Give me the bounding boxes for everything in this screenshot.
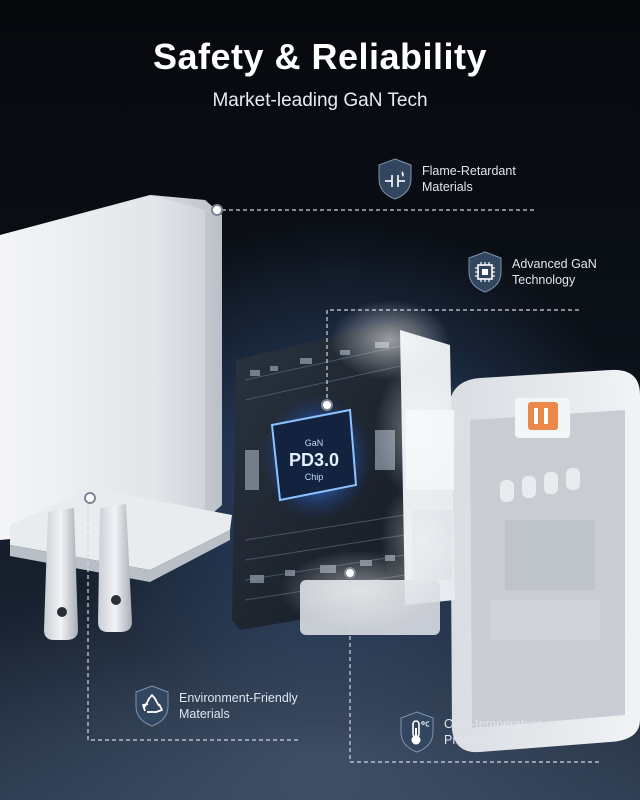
feature-flame-line2: Materials <box>422 180 473 194</box>
feature-environment-friendly: Environment-Friendly Materials <box>133 684 298 728</box>
plug-prongs <box>44 504 132 640</box>
recycle-icon <box>135 685 169 727</box>
leader-dots <box>84 204 356 579</box>
page-title: Safety & Reliability <box>152 36 488 77</box>
thermometer-icon <box>400 711 434 753</box>
feature-eco-line2: Materials <box>179 707 230 721</box>
feature-temp-line1: Over-temperature <box>444 717 543 731</box>
feature-over-temperature: Over-temperature Protection <box>398 710 543 754</box>
vapor-effect <box>280 300 465 630</box>
flame-retardant-icon <box>378 158 412 200</box>
feature-gan-line1: Advanced GaN <box>512 257 597 271</box>
leader-lines <box>87 209 600 763</box>
chip-label-line1: GaN <box>305 438 324 448</box>
chip-label-line2: PD3.0 <box>289 450 339 470</box>
feature-advanced-gan: Advanced GaN Technology <box>466 250 597 294</box>
feature-eco-line1: Environment-Friendly <box>179 691 298 705</box>
feature-flame-retardant: Flame-Retardant Materials <box>376 157 516 201</box>
chip-label-line3: Chip <box>305 472 324 482</box>
chip-icon <box>468 251 502 293</box>
page-subtitle: Market-leading GaN Tech <box>212 90 428 111</box>
feature-flame-line1: Flame-Retardant <box>422 164 516 178</box>
feature-temp-line2: Protection <box>444 733 501 747</box>
feature-gan-line2: Technology <box>512 273 576 287</box>
charger-rear-shell <box>450 369 640 753</box>
